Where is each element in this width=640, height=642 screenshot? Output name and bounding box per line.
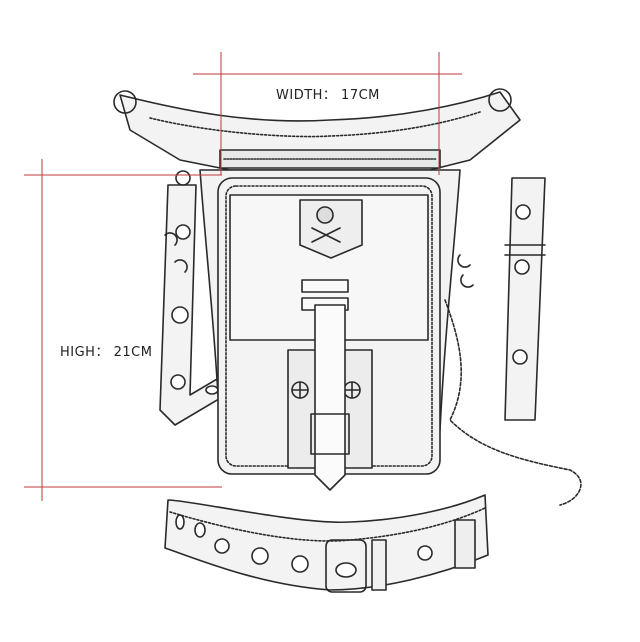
- skull-icon: [316, 206, 334, 224]
- d-ring-top-left: [113, 90, 137, 114]
- pocket-flap: [229, 194, 429, 341]
- buckle: [325, 539, 367, 593]
- width-dimension-label: WIDTH： 17CM: [276, 88, 380, 103]
- d-ring-top-right: [488, 88, 512, 112]
- measurement-lines: [24, 52, 462, 501]
- height-dimension-label: HIGH： 21CM: [60, 345, 153, 360]
- chain: [444, 299, 582, 506]
- center-strap: [314, 304, 346, 491]
